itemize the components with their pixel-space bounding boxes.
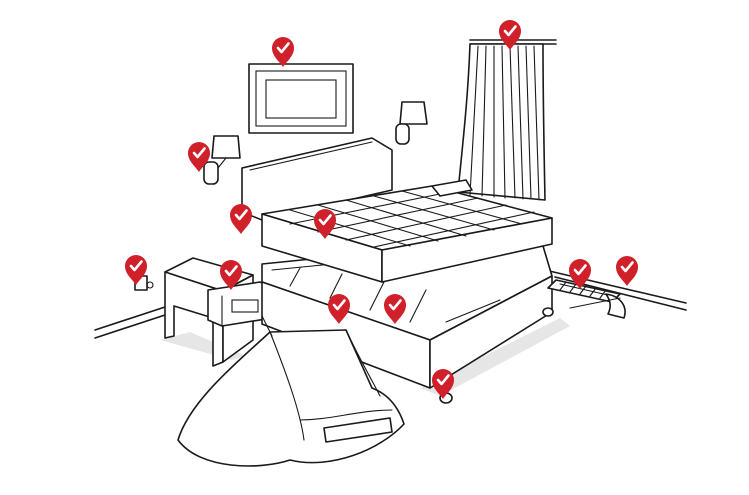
curtain (458, 40, 556, 200)
picture-frame-pin-icon (272, 37, 294, 67)
carpet-edge-pin-icon (616, 256, 638, 286)
left-wall-lamp (204, 136, 240, 184)
right-wall-lamp (396, 102, 427, 144)
picture-frame (249, 64, 353, 133)
pillow (432, 180, 472, 196)
headboard-pin-icon (230, 204, 252, 234)
